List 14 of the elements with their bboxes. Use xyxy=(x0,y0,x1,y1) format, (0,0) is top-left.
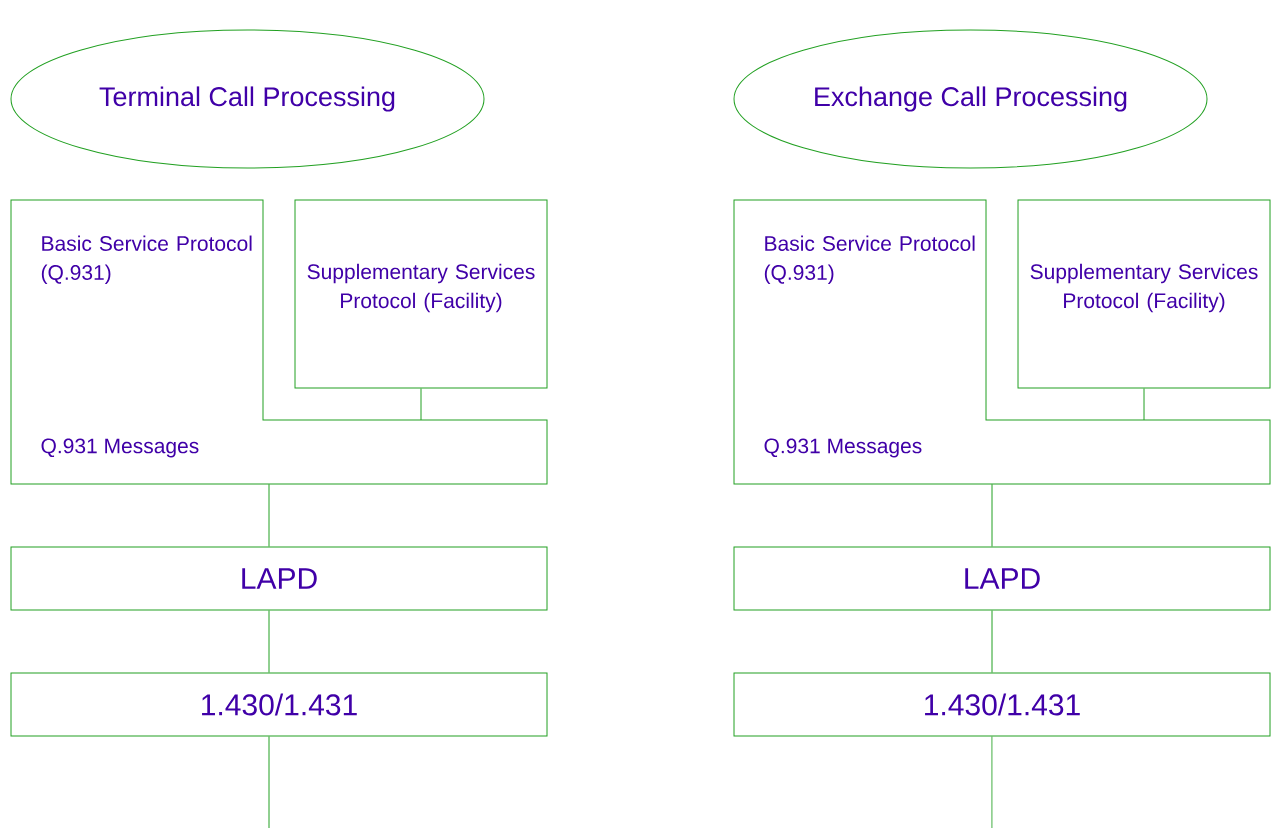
connector-line xyxy=(268,483,270,547)
protocol-box: 1.430/1.431 xyxy=(10,672,548,737)
connector-line xyxy=(1143,388,1145,421)
connector-line xyxy=(991,483,993,547)
protocol-box: LAPD xyxy=(10,546,548,611)
connector-line xyxy=(420,388,422,421)
connector-line xyxy=(991,610,993,673)
protocol-box: LAPD xyxy=(733,546,1271,611)
protocol-box: 1.430/1.431 xyxy=(733,672,1271,737)
connector-line xyxy=(268,736,270,828)
connector-line xyxy=(991,736,993,828)
connector-line xyxy=(268,610,270,673)
protocol-box: Supplementary Services Protocol (Facility) xyxy=(1017,199,1271,389)
protocol-box: Supplementary Services Protocol (Facility) xyxy=(294,199,548,389)
